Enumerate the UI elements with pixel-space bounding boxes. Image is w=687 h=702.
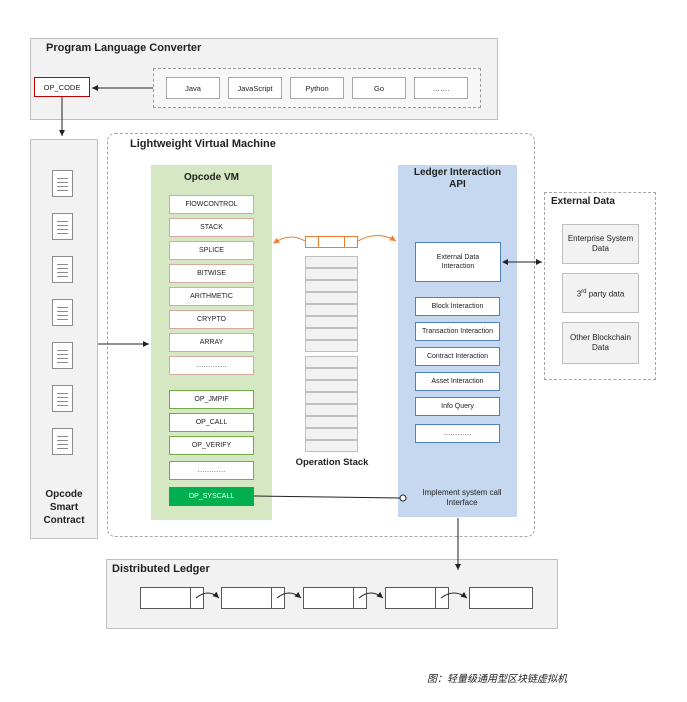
syscall-interface-node (399, 494, 407, 502)
other-blockchain-data: Other Blockchain Data (562, 322, 639, 364)
op-array: ARRAY (169, 333, 254, 352)
implement-syscall-label: Implement system call Interface (412, 488, 512, 508)
third-party-sup: rd (581, 288, 587, 295)
stack-top-cell (305, 236, 358, 248)
stack-cell (305, 428, 358, 440)
document-icon (52, 256, 73, 283)
stack-cell (305, 380, 358, 392)
distributed-ledger-title: Distributed Ledger (112, 563, 210, 575)
ledger-block (221, 587, 285, 609)
stack-cell (305, 356, 358, 368)
stack-cell (305, 280, 358, 292)
language-go: Go (352, 77, 406, 99)
enterprise-system-data: Enterprise System Data (562, 224, 639, 264)
ledger-block (303, 587, 367, 609)
opcode-vm-title: Opcode VM (183, 172, 239, 183)
ledger-api-panel (398, 165, 517, 517)
stack-cell (305, 440, 358, 452)
impl-line1: Implement system call (422, 488, 502, 497)
external-interaction-line1: External Data (436, 254, 480, 261)
figure-caption: 图：轻量级通用型区块链虚拟机 (427, 674, 567, 685)
op-verify: OP_VERIFY (169, 436, 254, 455)
ledger-link-arrow (195, 591, 220, 599)
language-more: ……. (414, 77, 468, 99)
op-call: OP_CALL (169, 413, 254, 432)
stack-cell (305, 292, 358, 304)
op-crypto: CRYPTO (169, 310, 254, 329)
operation-stack-label: Operation Stack (295, 457, 369, 468)
block-interaction: Block Interaction (415, 297, 500, 316)
other-blockchain-line1: Other Blockchain (570, 333, 631, 342)
stack-api-arrow (357, 235, 397, 242)
stack-cell (305, 316, 358, 328)
other-blockchain-line2: Data (592, 343, 609, 352)
ledger-link-arrow (440, 591, 468, 599)
ledger-block (469, 587, 533, 609)
ledger-api-title-line1: Ledger Interaction (413, 167, 502, 178)
op-code-box: OP_CODE (34, 77, 90, 97)
external-data-title: External Data (551, 196, 615, 207)
stack-cell (305, 268, 358, 280)
impl-line2: Interface (446, 498, 478, 507)
ledger-block (140, 587, 204, 609)
lvm-title: Lightweight Virtual Machine (130, 138, 276, 150)
language-python: Python (290, 77, 344, 99)
document-icon (52, 299, 73, 326)
smart-contract-panel (30, 139, 98, 539)
document-icon (52, 342, 73, 369)
document-icon (52, 428, 73, 455)
ledger-api-more: ………… (415, 424, 500, 443)
ledger-api-title: Ledger Interaction API (398, 167, 517, 191)
plc-title: Program Language Converter (46, 42, 202, 54)
stack-cell (305, 304, 358, 316)
enterprise-line1: Enterprise System (567, 234, 634, 243)
ledger-link-arrow (358, 591, 384, 599)
contract-interaction: Contract Interaction (415, 347, 500, 366)
info-query: Info Query (415, 397, 500, 416)
document-icon (52, 213, 73, 240)
document-icon (52, 385, 73, 412)
stack-cell (305, 392, 358, 404)
third-party-prefix: 3 (576, 289, 582, 299)
op-arithmetic: ARITHMETIC (169, 287, 254, 306)
stack-cell (305, 340, 358, 352)
op-jmpif: OP_JMPIF (169, 390, 254, 409)
smart-contract-label: Opcode Smart Contract (30, 488, 98, 527)
op-splice: SPLICE (169, 241, 254, 260)
transaction-interaction: Transaction Interaction (415, 322, 500, 341)
op-bitwise: BITWISE (169, 264, 254, 283)
external-interaction-line2: Interaction (441, 263, 475, 270)
enterprise-line2: Data (592, 244, 609, 253)
vm-stack-arrow (273, 236, 306, 244)
ledger-block (385, 587, 449, 609)
stack-cell (305, 404, 358, 416)
syscall-line (253, 495, 401, 499)
op-more: …………. (169, 356, 254, 375)
stack-cell (305, 368, 358, 380)
stack-cell (305, 416, 358, 428)
language-javascript: JavaScript (228, 77, 282, 99)
third-party-data: 3rd party data (562, 273, 639, 313)
third-party-suffix: party data (586, 289, 625, 299)
asset-interaction: Asset Interaction (415, 372, 500, 391)
ledger-api-title-line2: API (449, 179, 466, 190)
stack-cell (305, 256, 358, 268)
op-flowcontrol: FlOWCONTROL (169, 195, 254, 214)
smart-contract-label-line1: Opcode (45, 489, 83, 500)
op-stack: STACK (169, 218, 254, 237)
stack-top-divider (318, 237, 319, 247)
op-green-more: ………… (169, 461, 254, 480)
stack-top-divider (344, 237, 345, 247)
ledger-link-arrow (276, 591, 302, 599)
smart-contract-label-line2: Smart (49, 502, 79, 513)
external-data-interaction-box: External Data Interaction (415, 242, 501, 282)
stack-cell (305, 328, 358, 340)
language-java: Java (166, 77, 220, 99)
document-icon (52, 170, 73, 197)
op-syscall: OP_SYSCALL (169, 487, 254, 506)
smart-contract-label-line3: Contract (43, 515, 85, 526)
